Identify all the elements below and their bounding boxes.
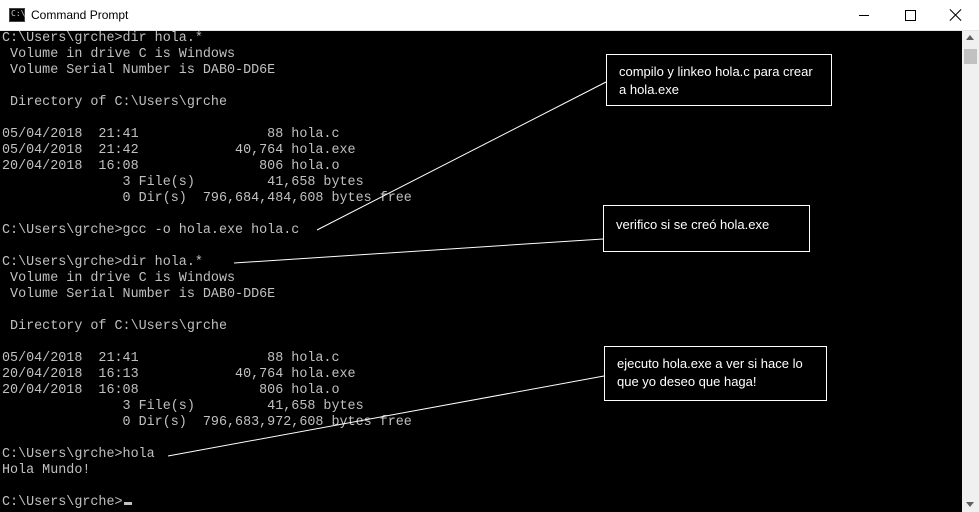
console-line: Hola Mundo! bbox=[2, 463, 91, 478]
console-line: Volume Serial Number is DAB0-DD6E bbox=[2, 63, 276, 78]
scrollbar-thumb[interactable] bbox=[964, 49, 977, 64]
console-line: Directory of C:\Users\grche bbox=[2, 319, 227, 334]
console-line: 3 File(s) 41,658 bytes bbox=[2, 399, 364, 414]
console-line: C:\Users\grche>hola bbox=[2, 447, 155, 462]
minimize-icon bbox=[859, 14, 869, 16]
console-line: C:\Users\grche>dir hola.* bbox=[2, 31, 203, 46]
maximize-icon bbox=[904, 9, 916, 21]
scroll-down-icon[interactable] bbox=[966, 502, 974, 507]
console-line: Volume Serial Number is DAB0-DD6E bbox=[2, 287, 276, 302]
console-line: Volume in drive C is Windows bbox=[2, 47, 236, 62]
console-line: C:\Users\grche>dir hola.* bbox=[2, 255, 203, 270]
console-line: 3 File(s) 41,658 bytes bbox=[2, 175, 364, 190]
window-title: Command Prompt bbox=[31, 8, 129, 22]
vertical-scrollbar[interactable] bbox=[962, 31, 979, 512]
text-cursor bbox=[123, 502, 132, 505]
annotation-execute: ejecuto hola.exe a ver si hace lo que yo… bbox=[604, 346, 827, 401]
close-button[interactable] bbox=[933, 0, 979, 30]
console-line: Directory of C:\Users\grche bbox=[2, 95, 227, 110]
console-line: C:\Users\grche> bbox=[2, 495, 132, 511]
console-line: 0 Dir(s) 796,683,972,608 bytes free bbox=[2, 415, 412, 430]
maximize-button[interactable] bbox=[887, 0, 933, 30]
console-line: 0 Dir(s) 796,684,484,608 bytes free bbox=[2, 191, 412, 206]
console-line: C:\Users\grche>gcc -o hola.exe hola.c bbox=[2, 223, 300, 238]
console-line: 05/04/2018 21:41 88 hola.c bbox=[2, 127, 340, 142]
console-line: 05/04/2018 21:41 88 hola.c bbox=[2, 351, 340, 366]
console-line: 20/04/2018 16:08 806 hola.o bbox=[2, 159, 340, 174]
cmd-icon: C:\ bbox=[9, 8, 25, 22]
annotation-compile: compilo y linkeo hola.c para crear a hol… bbox=[606, 54, 832, 106]
console-line: 20/04/2018 16:08 806 hola.o bbox=[2, 383, 340, 398]
minimize-button[interactable] bbox=[841, 0, 887, 30]
console-line: Volume in drive C is Windows bbox=[2, 271, 236, 286]
title-bar: C:\ Command Prompt bbox=[0, 0, 979, 31]
annotation-verify: verifico si se creó hola.exe bbox=[603, 205, 810, 252]
close-icon bbox=[950, 9, 962, 21]
console-line: 20/04/2018 16:13 40,764 hola.exe bbox=[2, 367, 356, 382]
console-line: 05/04/2018 21:42 40,764 hola.exe bbox=[2, 143, 356, 158]
scroll-up-icon[interactable] bbox=[966, 35, 974, 40]
